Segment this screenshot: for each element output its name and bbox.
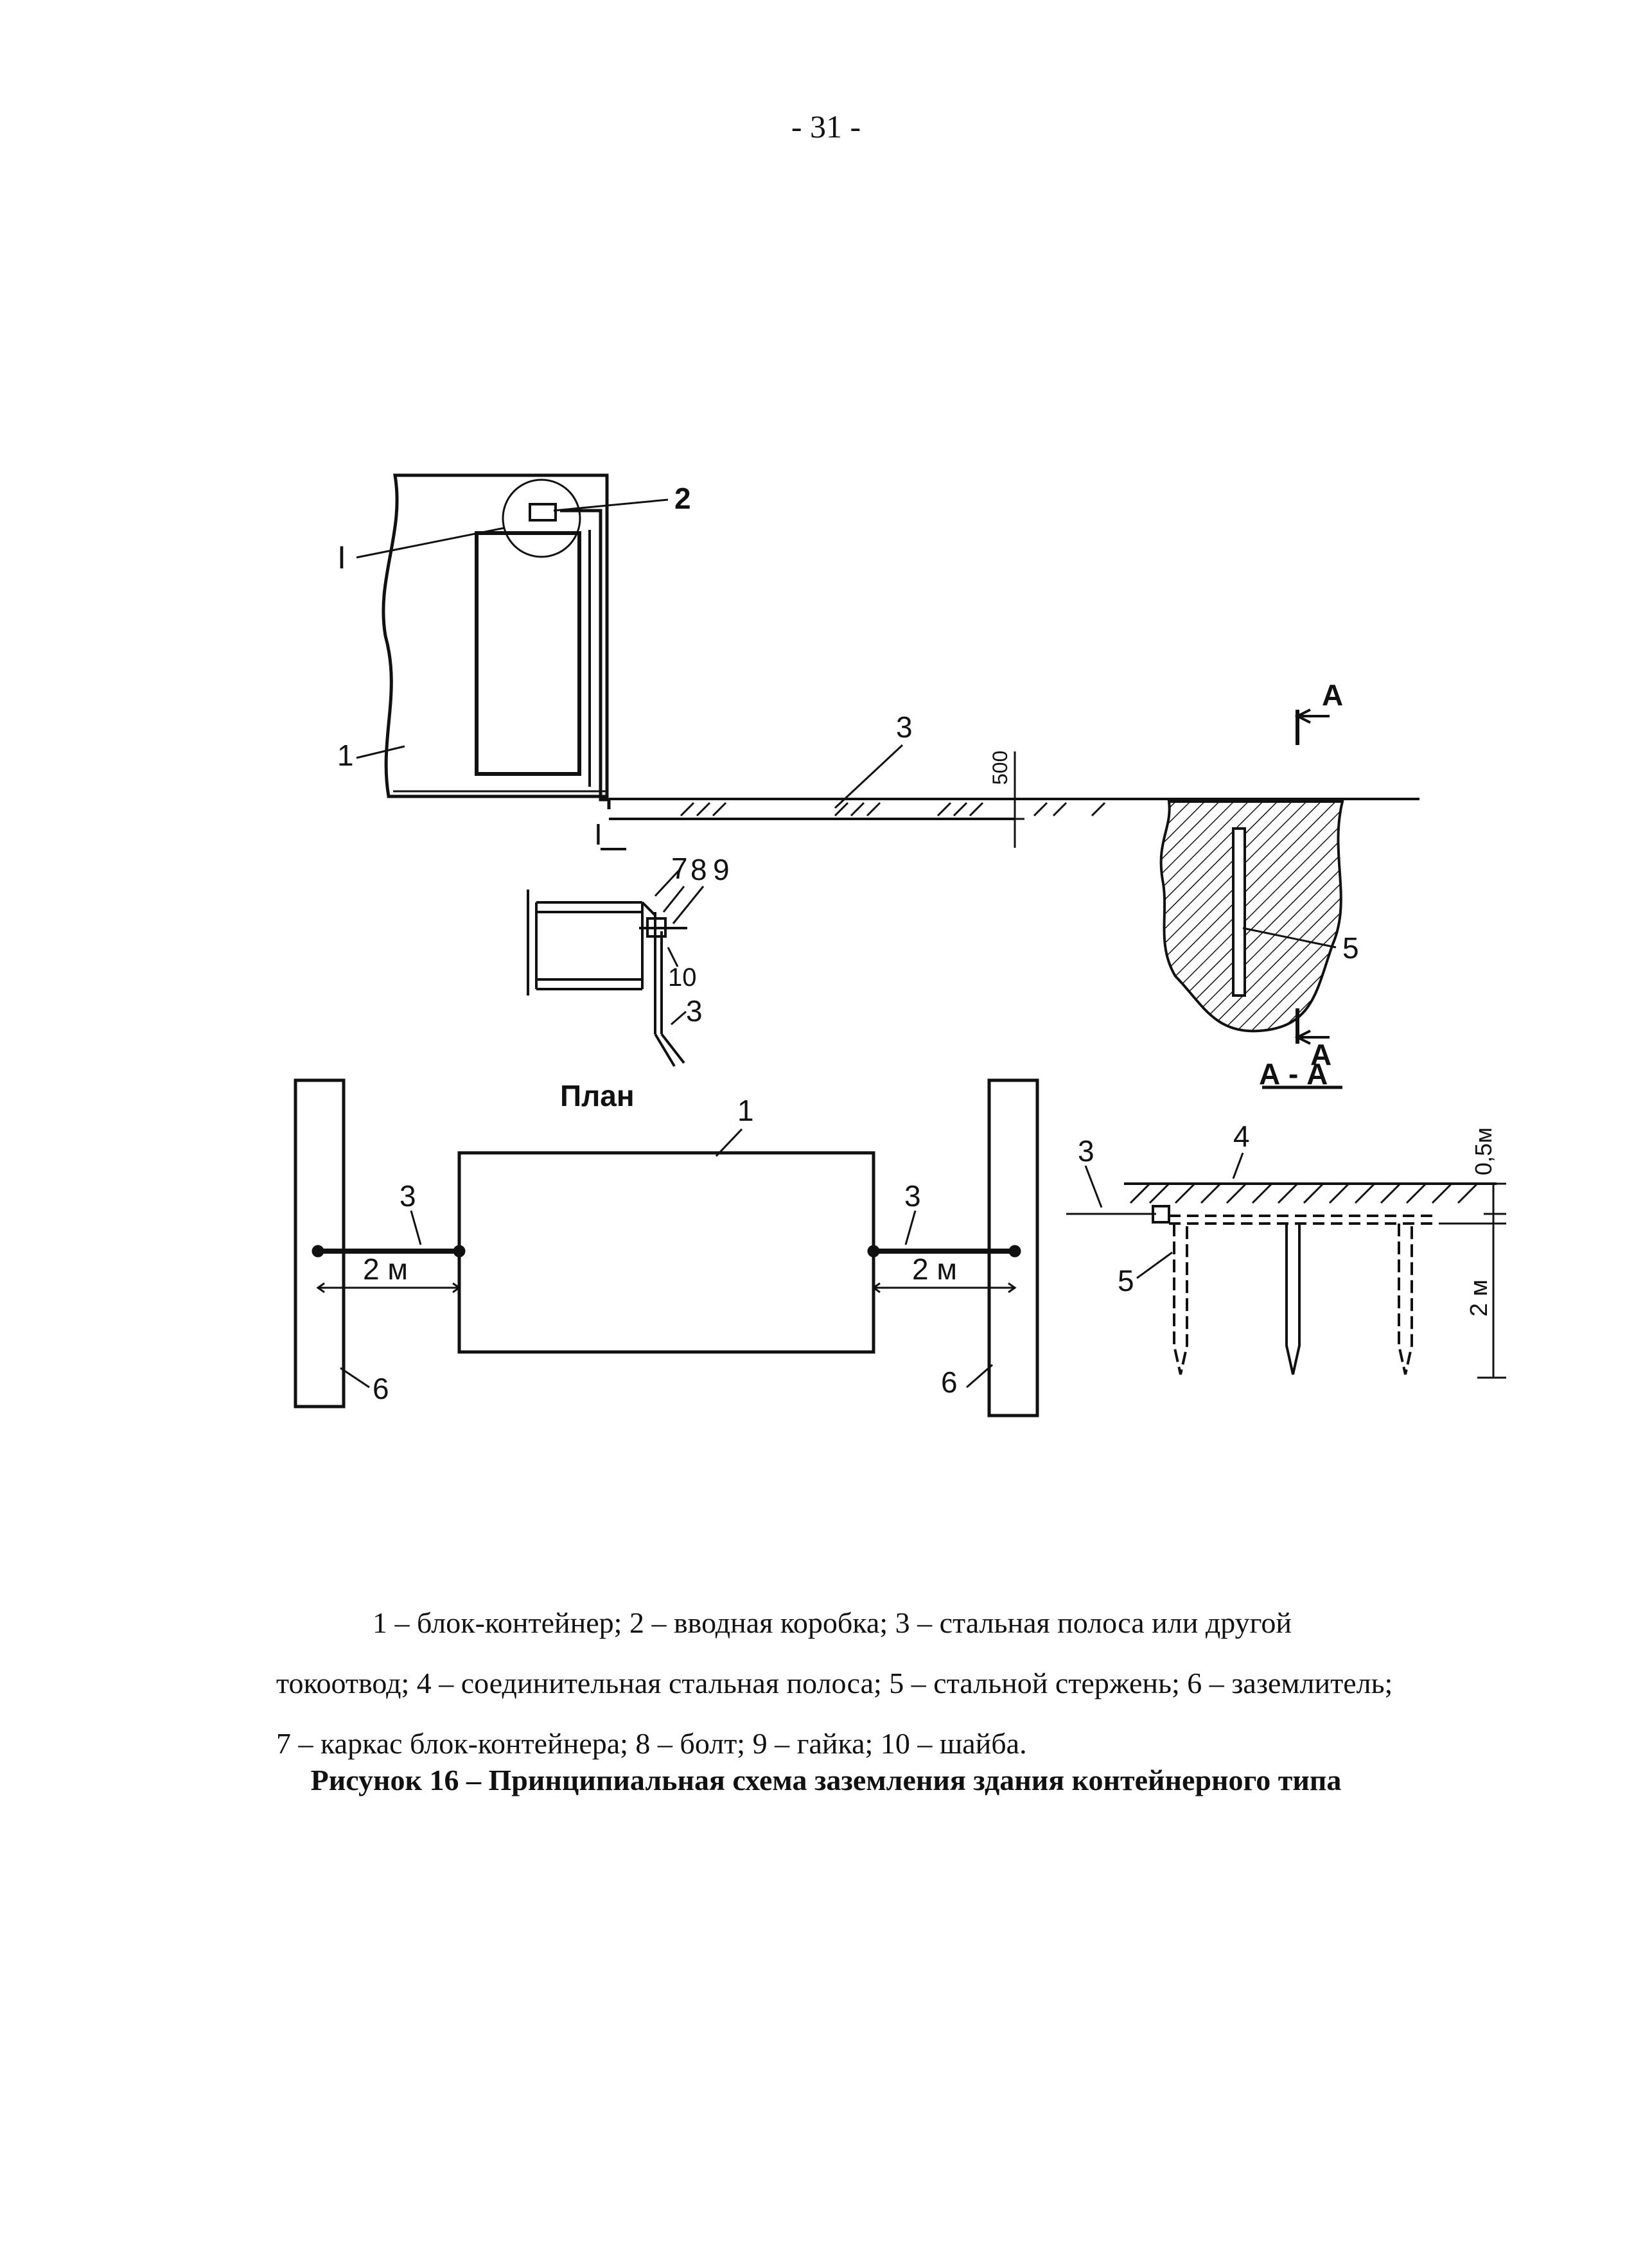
callout-7: 7 [671,852,688,885]
detail-circle-i [502,478,581,558]
plan-title: План [560,1079,635,1112]
callout-1-plan: 1 [737,1094,754,1127]
depth-label-500: 500 [989,751,1012,785]
callout-5-elevation: 5 [1342,931,1359,965]
callout-i-lower: I [594,818,602,851]
junction-box [529,503,557,522]
callout-3-plan-right: 3 [904,1179,921,1213]
section-view-title: А - А [1259,1057,1328,1091]
section-arrow-a-lower: А [1310,1038,1331,1071]
container-block-plan [457,1151,875,1354]
callout-6-left: 6 [373,1372,389,1405]
legend-line-1: 1 – блок-контейнер; 2 – вводная коробка;… [373,1606,1292,1639]
callout-1-elevation: 1 [337,739,354,772]
section-connector [1152,1205,1170,1224]
distance-label-left: 2 м [363,1252,408,1286]
plan-view [294,1078,1039,1417]
callout-8: 8 [690,853,707,886]
detail-i [527,867,705,1067]
distance-label-right: 2 м [912,1252,957,1286]
steel-strip-conductor [560,509,611,809]
ground-electrode-right [987,1078,1039,1417]
container-door [475,531,581,776]
callout-5-section: 5 [1118,1264,1134,1297]
legend-line-2: токоотвод; 4 – соединительная стальная п… [276,1667,1393,1699]
callout-2: 2 [674,482,691,515]
callout-i-upper: I [337,540,346,575]
section-a-a [1066,1152,1506,1379]
figure-legend: 1 – блок-контейнер; 2 – вводная коробка;… [276,1593,1545,1774]
callout-6-right: 6 [941,1365,958,1399]
elevation-view [382,473,1419,1089]
rod-3 [1398,1224,1413,1375]
callout-4-section: 4 [1233,1119,1250,1153]
callout-10: 10 [668,963,697,992]
section-arrow-a-upper: А [1322,678,1343,712]
callout-3-detail: 3 [686,994,703,1028]
figure-caption: Рисунок 16 – Принципиальная схема заземл… [310,1764,1342,1796]
callout-3-elevation: 3 [896,710,913,744]
steel-rod-elevation [1232,827,1246,997]
ground-electrode-left [294,1078,346,1408]
callout-3-plan-left: 3 [400,1179,416,1213]
rod-2 [1285,1224,1301,1375]
legend-line-3: 7 – каркас блок-контейнера; 8 – болт; 9 … [276,1727,1027,1760]
container-block-wall [382,473,609,798]
callout-3-section: 3 [1078,1134,1094,1168]
soil-pit [1159,800,1344,1033]
rod-1 [1173,1224,1188,1375]
callout-9: 9 [713,853,730,886]
rod-length-label: 2 м [1466,1279,1493,1317]
top-depth-label: 0,5м [1470,1127,1497,1175]
page-number: - 31 - [791,109,861,145]
